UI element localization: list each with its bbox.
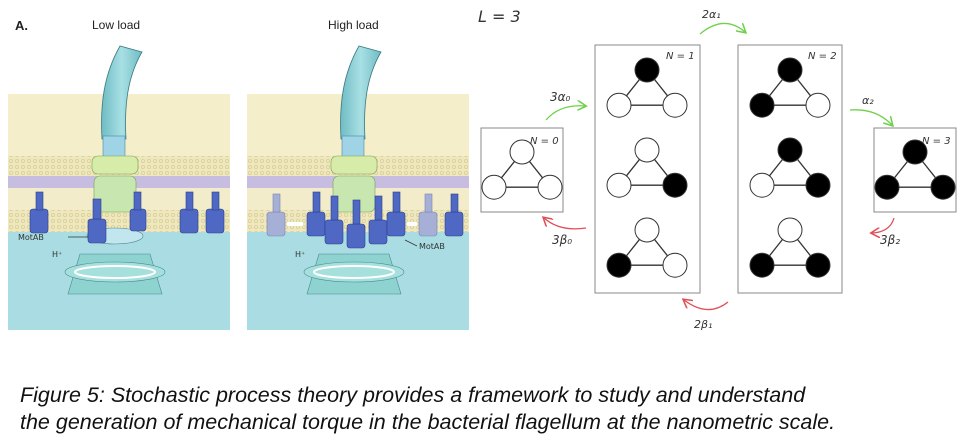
empty-site: [749, 172, 775, 198]
empty-site: [634, 217, 660, 243]
panel-a-label: A.: [15, 18, 28, 33]
system-size-label: L = 3: [478, 7, 521, 26]
high-load-title: High load: [328, 18, 379, 32]
rate-label-3beta0: 3β₀: [552, 233, 572, 247]
lattice-config-n1-2: [606, 217, 688, 278]
lattice-config-n3-0: [874, 139, 956, 200]
caption-line-1: Figure 5: Stochastic process theory prov…: [20, 383, 806, 407]
occupied-site: [662, 172, 688, 198]
low-load-illustration: MotAB H⁺: [8, 45, 230, 330]
lattice-config-n0-0: [481, 139, 563, 200]
rate-label-2alpha1: 2α₁: [702, 8, 721, 21]
empty-site: [662, 252, 688, 278]
state-label-n1: N = 1: [666, 51, 695, 62]
state-box-n2: [737, 44, 843, 294]
empty-site: [805, 92, 831, 118]
lattice-config-n2-0: [749, 57, 831, 118]
lattice-config-n2-2: [749, 217, 831, 278]
empty-site: [481, 174, 507, 200]
empty-site: [662, 92, 688, 118]
high-load-illustration: MotAB H⁺: [247, 45, 469, 330]
arrow-backward-n3-n2: [872, 217, 895, 233]
arrow-forward-n1-n2: [699, 22, 745, 35]
empty-site: [634, 137, 660, 163]
rate-label-3alpha0: 3α₀: [550, 90, 571, 104]
inner-membrane: [8, 210, 230, 232]
occupied-site: [777, 137, 803, 163]
flagellar-filament: [101, 45, 143, 140]
occupied-site: [902, 139, 928, 165]
empty-site: [509, 139, 535, 165]
occupied-site: [777, 57, 803, 83]
arrow-backward-n1-n0: [544, 218, 587, 230]
occupied-site: [805, 252, 831, 278]
state-box-n0: [480, 127, 564, 213]
arrow-forward-n0-n1: [545, 106, 585, 121]
occupied-site: [874, 174, 900, 200]
state-label-n0: N = 0: [530, 136, 559, 147]
proton-label: H⁺: [52, 250, 62, 259]
caption-line-2: the generation of mechanical torque in t…: [20, 410, 836, 434]
empty-site: [606, 92, 632, 118]
motab-stators-engaged: [306, 191, 464, 249]
occupied-site: [606, 252, 632, 278]
lattice-config-n1-0: [606, 57, 688, 118]
state-box-n1: [594, 44, 701, 294]
state-label-n2: N = 2: [808, 51, 837, 62]
occupied-site: [749, 92, 775, 118]
low-load-title: Low load: [92, 18, 141, 32]
occupied-site: [634, 57, 660, 83]
occupied-site: [805, 172, 831, 198]
rate-label-2beta1: 2β₁: [694, 318, 712, 331]
motab-label: MotAB: [18, 233, 44, 242]
proton-label-high: H⁺: [295, 250, 305, 259]
empty-site: [537, 174, 563, 200]
motab-label-high: MotAB: [419, 242, 445, 251]
motab-stators: [29, 191, 225, 244]
occupied-site: [930, 174, 956, 200]
lattice-config-n2-1: [749, 137, 831, 198]
l-ring: [91, 155, 139, 175]
empty-site: [777, 217, 803, 243]
state-transition-diagram: L = 3 N = 0 N = 1 N = 2 N = 3 3α₀ 2α₁ α₂…: [478, 7, 957, 331]
rate-label-alpha2: α₂: [862, 94, 874, 107]
empty-site: [606, 172, 632, 198]
arrow-backward-n2-n1: [684, 300, 729, 311]
state-box-n3: [873, 127, 957, 213]
rotation-arrow: [74, 265, 156, 279]
state-label-n3: N = 3: [922, 136, 951, 147]
figure-caption: Figure 5: Stochastic process theory prov…: [20, 382, 960, 436]
lattice-config-n1-1: [606, 137, 688, 198]
rate-label-3beta2: 3β₂: [880, 233, 900, 247]
arrow-forward-n2-n3: [849, 109, 892, 125]
motab-stators-recruiting: [266, 193, 438, 237]
occupied-site: [749, 252, 775, 278]
